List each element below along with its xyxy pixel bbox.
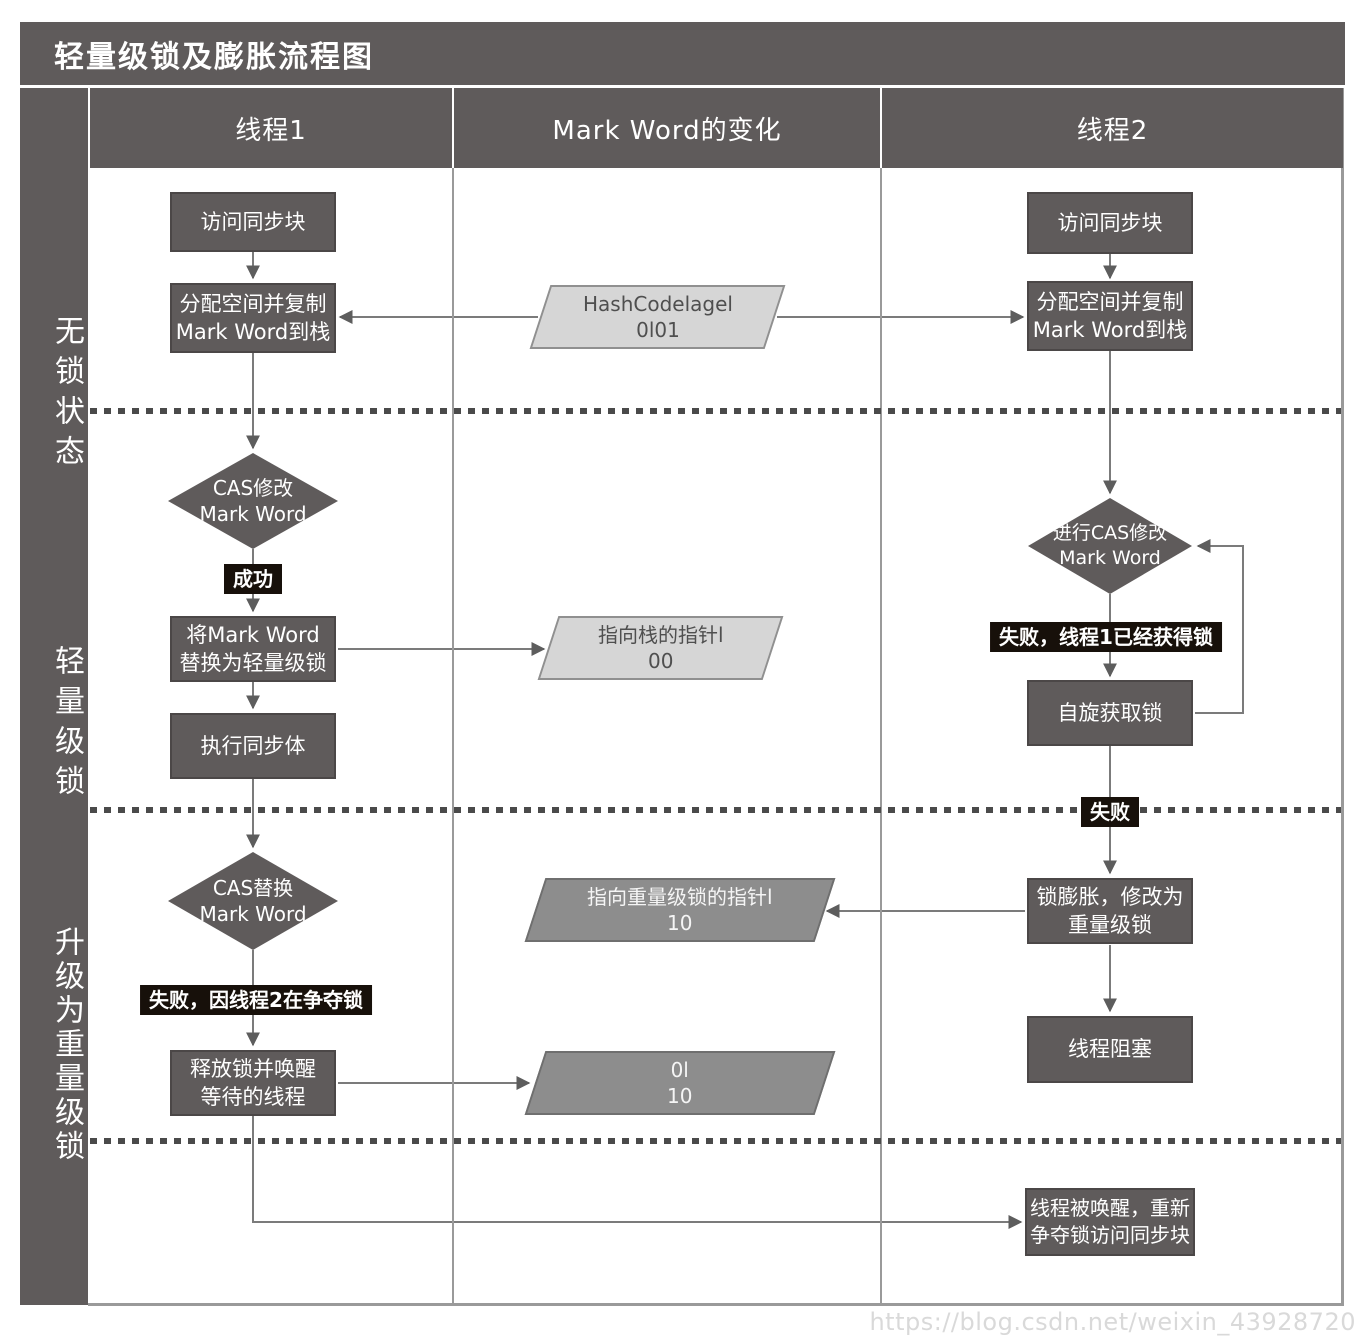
t2-fail-thread1-acquired-label: 失败，线程1已经获得锁	[990, 622, 1222, 652]
markword-heavy-pointer-text: 指向重量级锁的指针l 10	[587, 885, 773, 935]
diagram-title: 轻量级锁及膨胀流程图	[20, 22, 1345, 85]
column-separator-1	[452, 168, 454, 1305]
state-divider-1	[90, 408, 1341, 414]
markword-hashcode-text: HashCodelagel 0l01	[582, 292, 733, 342]
markword-stack-pointer-shape: 指向栈的指针l 00	[537, 616, 784, 680]
t1-access-sync-block: 访问同步块	[170, 192, 336, 252]
markword-stack-pointer-text: 指向栈的指针l 00	[597, 623, 724, 673]
markword-heavy-pointer-shape: 指向重量级锁的指针l 10	[524, 878, 836, 942]
t2-alloc-copy-markword: 分配空间并复制 Mark Word到栈	[1027, 281, 1193, 351]
t1-execute-sync-body: 执行同步体	[170, 713, 336, 779]
column-header-thread1: 线程1	[90, 88, 452, 168]
arrow-t1-release-to-t2-wake	[252, 1116, 1023, 1229]
t2-access-sync-block: 访问同步块	[1027, 192, 1193, 254]
right-border	[1341, 88, 1344, 1305]
t2-lock-inflate-heavyweight: 锁膨胀，修改为 重量级锁	[1027, 878, 1193, 944]
markword-hashcode-shape: HashCodelagel 0l01	[529, 285, 786, 349]
watermark-url: https://blog.csdn.net/weixin_43928720	[869, 1308, 1356, 1336]
column-separator-2	[880, 168, 882, 1305]
t2-fail-label: 失败	[1081, 797, 1139, 827]
sidebar-label-upgrade-heavyweight: 升级为重量级锁	[49, 926, 84, 1164]
t1-success-label: 成功	[224, 564, 282, 594]
arrow-t2-spin-loop-to-cas	[1195, 539, 1244, 714]
state-sidebar	[20, 88, 88, 1305]
t2-thread-blocked: 线程阻塞	[1027, 1016, 1193, 1083]
state-divider-3	[90, 1138, 1341, 1144]
t2-thread-woken-recontend: 线程被唤醒，重新 争夺锁访问同步块	[1025, 1188, 1195, 1256]
t2-spin-acquire-lock: 自旋获取锁	[1027, 680, 1193, 746]
t1-alloc-copy-markword: 分配空间并复制 Mark Word到栈	[170, 283, 336, 353]
column-header-markword: Mark Word的变化	[454, 88, 880, 168]
column-header-thread2: 线程2	[882, 88, 1343, 168]
sidebar-label-lightweight: 轻量级锁	[49, 645, 84, 805]
markword-bits-text: 0l 10	[667, 1058, 693, 1108]
state-divider-2	[90, 807, 1341, 813]
t1-replace-lightweight: 将Mark Word 替换为轻量级锁	[170, 616, 336, 682]
markword-bits-shape: 0l 10	[524, 1051, 836, 1115]
bottom-border	[88, 1303, 1344, 1306]
t1-fail-contention-label: 失败，因线程2在争夺锁	[140, 985, 372, 1015]
sidebar-label-lock-free: 无锁状态	[49, 315, 84, 475]
t1-release-wake-threads: 释放锁并唤醒 等待的线程	[170, 1050, 336, 1116]
